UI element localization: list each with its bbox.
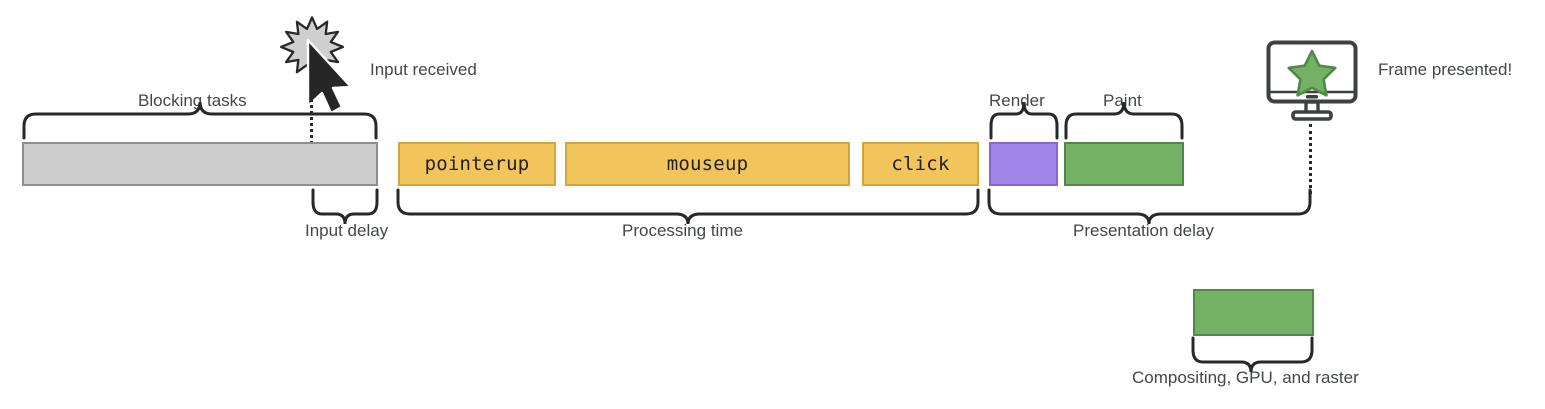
- frame-presented-dotted-line: [1309, 124, 1312, 194]
- input-delay-label: Input delay: [305, 221, 389, 240]
- pointerup-bar-label: pointerup: [424, 153, 530, 175]
- blocking-tasks-bracket: [22, 101, 378, 140]
- paint-bracket: [1064, 101, 1184, 140]
- mouseup-bar-label: mouseup: [666, 153, 749, 175]
- input-received-dotted-line: [310, 86, 313, 186]
- compositing-label: Compositing, GPU, and raster: [1132, 368, 1359, 387]
- click-bar: click: [862, 142, 979, 186]
- monitor-star-icon: [1266, 40, 1358, 121]
- processing-time-bracket: [396, 188, 980, 225]
- processing-time-label: Processing time: [622, 221, 743, 240]
- render-bar: [989, 142, 1058, 186]
- frame-presented-label: Frame presented!: [1378, 60, 1513, 79]
- compositing-bracket: [1191, 336, 1314, 373]
- blocking-tasks-bar: [22, 142, 378, 186]
- presentation-delay-bracket: [987, 188, 1312, 225]
- presentation-delay-label: Presentation delay: [1073, 221, 1214, 240]
- input-received-label: Input received: [370, 60, 477, 79]
- pointerup-bar: pointerup: [398, 142, 556, 186]
- paint-label: Paint: [1103, 91, 1142, 110]
- render-bracket: [989, 101, 1059, 140]
- blocking-tasks-label: Blocking tasks: [138, 91, 247, 110]
- render-label: Render: [989, 91, 1045, 110]
- cursor-starburst-icon: [279, 16, 353, 115]
- mouseup-bar: mouseup: [565, 142, 850, 186]
- click-bar-label: click: [891, 153, 950, 175]
- input-delay-bracket: [311, 188, 379, 225]
- compositing-bar: [1193, 289, 1314, 336]
- paint-bar: [1064, 142, 1184, 186]
